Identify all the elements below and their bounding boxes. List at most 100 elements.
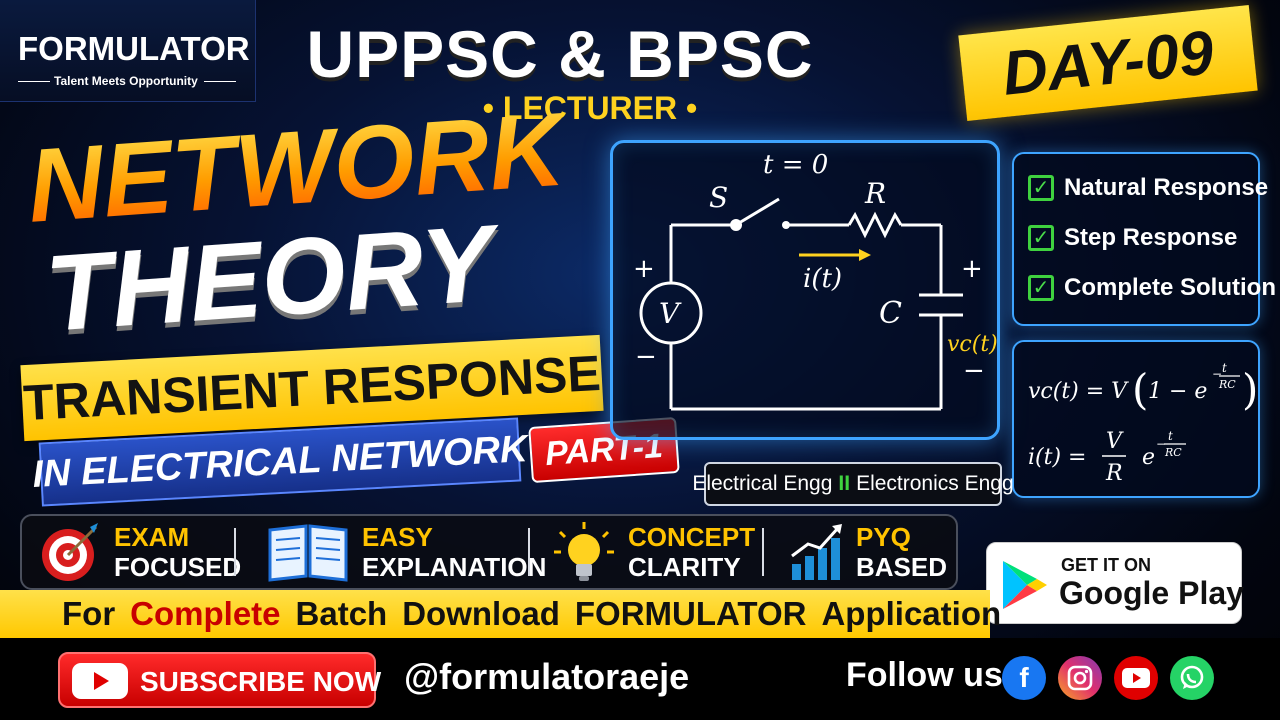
capacitor-plus: +: [961, 254, 983, 284]
polarity-marks: + − + −: [633, 254, 985, 386]
switch-pivot: [730, 219, 742, 231]
branch-tag: Electrical Engg II Electronics Engg: [692, 462, 1014, 506]
branch-electrical: Electrical Engg: [692, 472, 833, 495]
topic-label: Complete Solution: [1064, 274, 1276, 301]
logo-panel: FORMULATOR Talent Meets Opportunity: [0, 0, 256, 102]
feature-title: CONCEPT: [628, 522, 756, 552]
day-badge: DAY-09: [958, 4, 1258, 122]
formula-text: vc(t) = V ( 1 − e − t RC ) i(t) = V R e …: [1028, 361, 1258, 486]
chart-up-icon: [791, 524, 842, 580]
google-play-line1: GET IT ON: [1061, 555, 1151, 575]
capacitor-minus: −: [963, 356, 985, 386]
resistor-label: R: [864, 177, 886, 210]
i-lhs: i(t) =: [1028, 445, 1086, 470]
topic-item-complete: ✓ Complete Solution: [1028, 274, 1276, 302]
vc-close-paren: ): [1242, 365, 1258, 414]
google-play-button[interactable]: GET IT ON Google Play: [986, 542, 1244, 624]
formula-box: vc(t) = V ( 1 − e − t RC ) i(t) = V R e …: [1012, 340, 1260, 498]
day-badge-text: DAY-09: [999, 17, 1217, 109]
vc-exp-minus: −: [1212, 367, 1222, 381]
checkbox-icon: ✓: [1028, 275, 1054, 301]
feature-divider: [234, 528, 236, 576]
topic-item-natural: ✓ Natural Response: [1028, 174, 1268, 202]
voltage-source-circle: [639, 281, 703, 345]
current-arrow-head: [859, 249, 871, 261]
feature-subtitle: CLARITY: [628, 552, 741, 582]
i-num: V: [1106, 429, 1124, 454]
strip-word: Download: [402, 595, 560, 632]
exam-subline: • LECTURER •: [482, 90, 698, 126]
book-icon: [268, 524, 348, 582]
i-den: R: [1105, 461, 1123, 486]
i-exp-minus: −: [1156, 437, 1166, 451]
vc-exp-den: RC: [1218, 378, 1236, 391]
brand-name: FORMULATOR: [18, 30, 250, 67]
checkbox-icon: ✓: [1028, 175, 1054, 201]
branch-separator: II: [838, 472, 851, 495]
brand-tagline: Talent Meets Opportunity: [54, 74, 198, 88]
youtube-social-icon[interactable]: [1114, 656, 1158, 700]
instagram-icon[interactable]: [1058, 656, 1102, 700]
source-plus: +: [633, 254, 655, 284]
topics-checklist: ✓ Natural Response ✓ Step Response ✓ Com…: [1012, 152, 1276, 326]
exam-headline: UPPSC & BPSC: [306, 17, 814, 91]
tagline-rule-left: [18, 81, 50, 82]
feature-title: EXAM: [114, 522, 190, 552]
strip-word-highlight: Complete: [130, 595, 281, 632]
resistor-zigzag: [847, 211, 903, 239]
vc-lhs: vc(t) = V: [1028, 379, 1129, 404]
bulb-icon: [554, 522, 614, 581]
topic-label: Natural Response: [1064, 174, 1269, 201]
topic-item-step: ✓ Step Response: [1028, 224, 1237, 252]
channel-handle: @formulatoraeje: [404, 656, 690, 697]
feature-subtitle: FOCUSED: [114, 552, 242, 582]
feature-title: PYQ: [856, 522, 911, 552]
feature-subtitle: BASED: [856, 552, 948, 582]
target-icon: [42, 523, 98, 581]
circuit-wires: [639, 197, 963, 411]
vc-body: 1 − e: [1148, 379, 1207, 404]
feature-title: EASY: [362, 522, 433, 552]
switch-contact: [782, 221, 790, 229]
i-exp-den: RC: [1164, 446, 1182, 459]
whatsapp-icon[interactable]: [1170, 656, 1214, 700]
circuit-labels: t = 0 S R i(t) C V vc(t): [659, 150, 998, 357]
capacitor-label: C: [879, 296, 902, 331]
circuit-svg: t = 0 S R i(t) C V vc(t) + − + −: [633, 150, 998, 411]
switch-time-label: t = 0: [763, 150, 828, 180]
capacitor-voltage-label: vc(t): [947, 332, 998, 357]
topic-band-text: IN ELECTRICAL NETWORK: [31, 427, 529, 496]
google-play-line2: Google Play: [1059, 575, 1244, 611]
formula-svg: vc(t) = V ( 1 − e − t RC ) i(t) = V R e …: [1028, 361, 1258, 486]
facebook-icon[interactable]: f: [1002, 656, 1046, 700]
feature-divider: [528, 528, 530, 576]
vc-exp-num: t: [1222, 361, 1227, 375]
feature-divider: [762, 528, 764, 576]
source-minus: −: [635, 342, 657, 372]
follow-label: Follow us: [846, 656, 1003, 694]
checkbox-icon: ✓: [1028, 225, 1054, 251]
switch-blade: [738, 197, 780, 225]
strip-word: Batch: [295, 595, 388, 632]
i-exp-num: t: [1168, 429, 1173, 443]
strip-word: For: [62, 595, 116, 632]
circuit-diagram: t = 0 S R i(t) C V vc(t) + − + −: [610, 140, 1000, 440]
youtube-icon: [72, 663, 128, 699]
strip-word: Application: [821, 595, 1002, 632]
feature-subtitle: EXPLANATION: [362, 552, 547, 582]
tagline-rule-right: [204, 81, 236, 82]
switch-label: S: [709, 181, 728, 214]
source-label: V: [659, 297, 682, 330]
current-label: i(t): [803, 264, 842, 294]
subscribe-label: SUBSCRIBE NOW: [140, 666, 382, 697]
download-strip: For Complete Batch Download FORMULATOR A…: [0, 590, 1001, 638]
topic-label: Step Response: [1064, 224, 1238, 251]
strip-app-name: FORMULATOR: [574, 595, 807, 632]
vc-open-paren: (: [1132, 365, 1148, 414]
subscribe-button[interactable]: SUBSCRIBE NOW: [58, 652, 381, 708]
